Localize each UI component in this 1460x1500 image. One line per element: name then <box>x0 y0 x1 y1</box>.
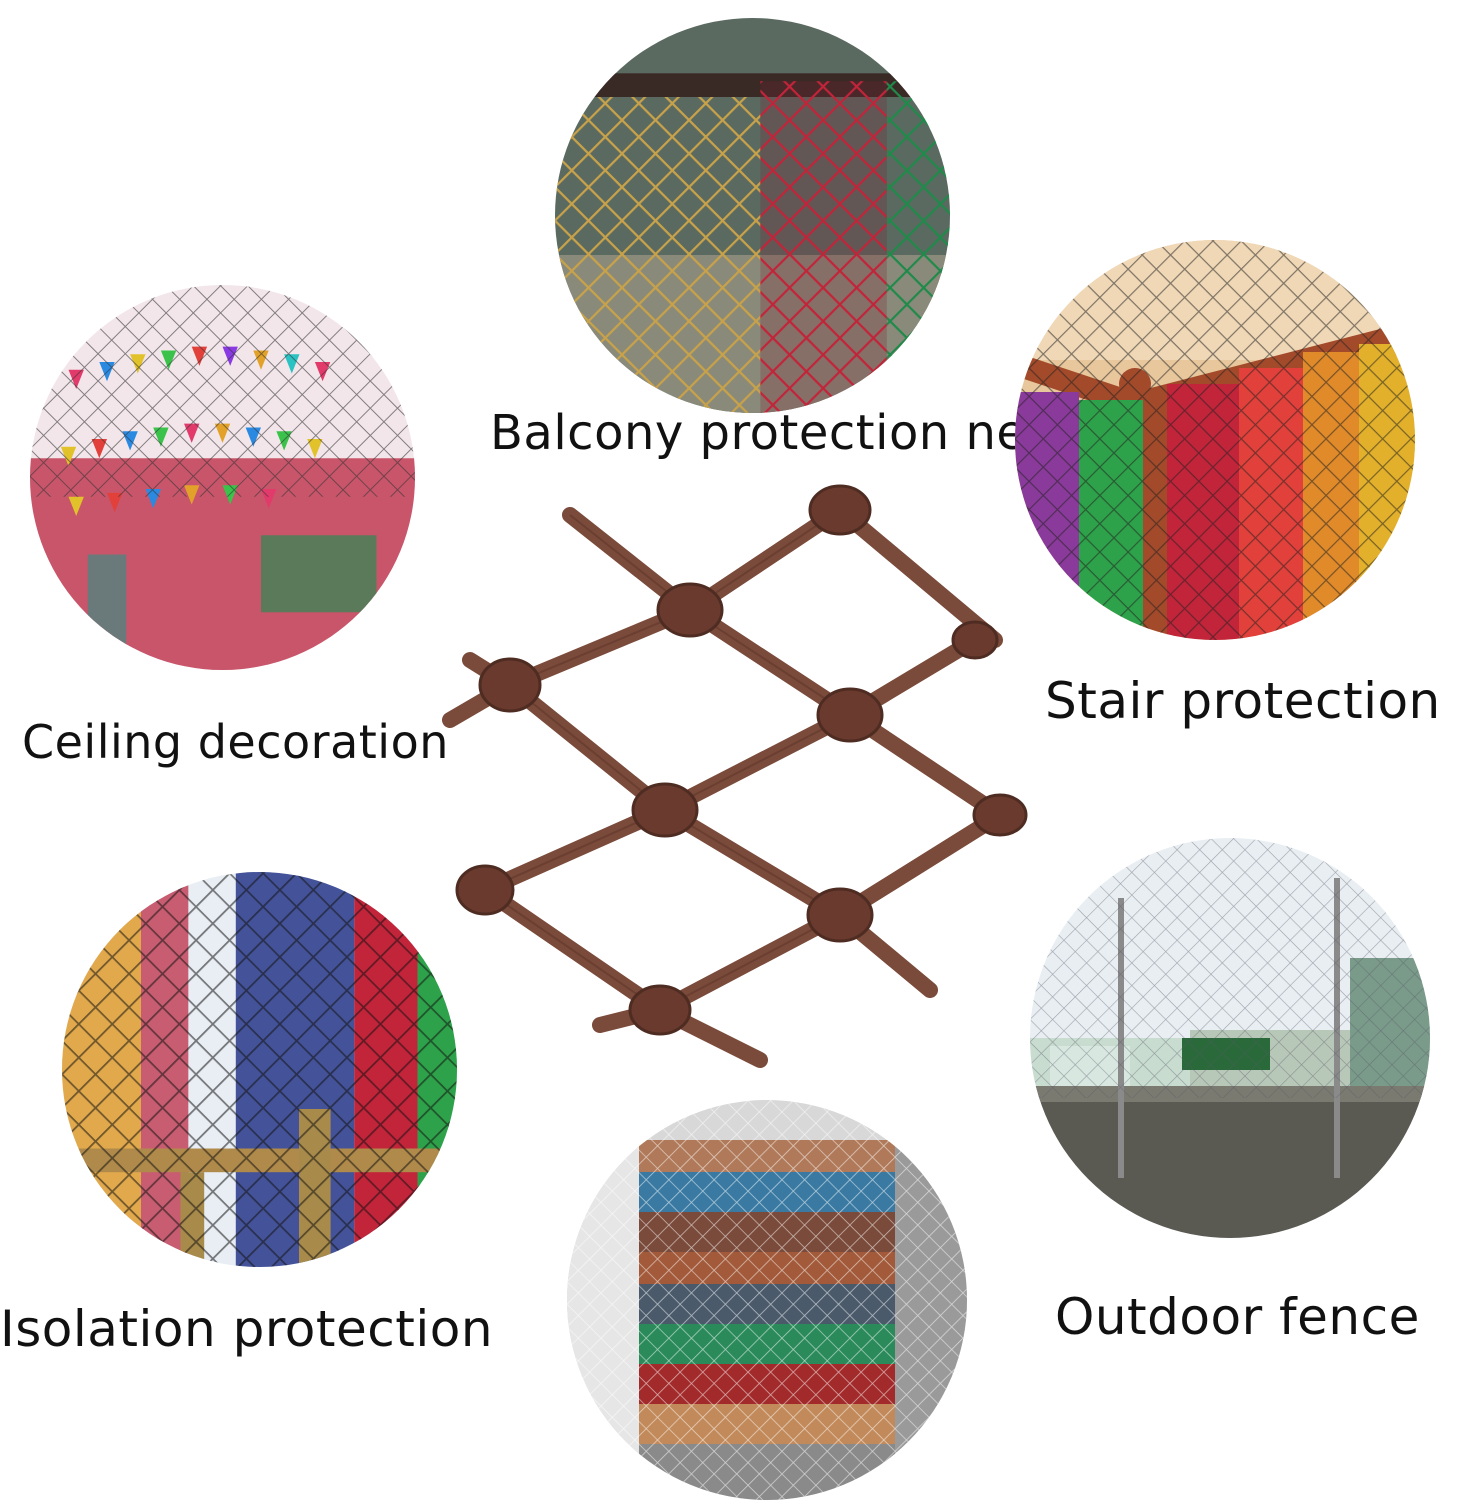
caption-isolation: Isolation protection <box>0 1300 494 1358</box>
stair-net-photo <box>1015 240 1415 640</box>
caption-ceiling: Ceiling decoration <box>22 715 449 769</box>
knotted-rope-net <box>442 484 1028 1068</box>
caption-outdoor: Outdoor fence <box>1055 1288 1420 1346</box>
ceiling-bunting-photo <box>30 285 415 670</box>
fence-net-photo <box>1030 838 1430 1238</box>
caption-stair: Stair protection <box>1045 672 1441 730</box>
caption-balcony: Balcony protection net <box>490 405 1046 461</box>
colored-net-photo <box>62 872 457 1267</box>
stairwell-net-photo <box>567 1100 967 1500</box>
balcony-net-photo <box>555 18 950 413</box>
